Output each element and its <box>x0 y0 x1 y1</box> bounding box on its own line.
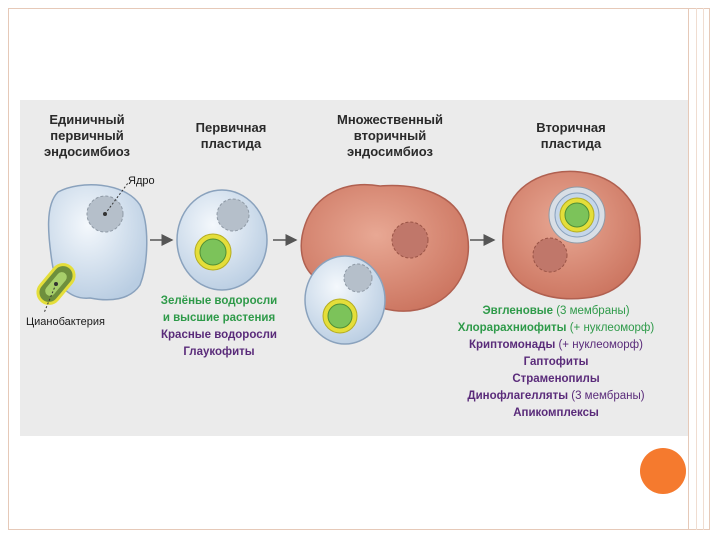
slide-side-stripe <box>688 8 710 530</box>
header-multiple-secondary: Множественный вторичный эндосимбиоз <box>337 112 443 159</box>
list-item: Гаптофиты <box>440 354 672 371</box>
cyanobacterium-label: Цианобактерия <box>26 316 105 328</box>
group-higher-plants: и высшие растения <box>162 312 276 324</box>
group-red-algae: Красные водоросли <box>161 329 277 341</box>
secondary-groups-list: Эвгленовые (3 мембраны) Хлорарахниофиты … <box>440 303 672 422</box>
nucleus-pointer <box>104 182 129 215</box>
engulfed-algal-cell <box>304 255 386 345</box>
group-glaucophytes: Глаукофиты <box>183 346 255 358</box>
header-primary-plastid: Первичная пластида <box>195 120 267 151</box>
list-item-text: Страменопилы <box>512 373 600 385</box>
list-item-text: Криптомонады <box>469 339 556 351</box>
list-item-text: (+ нуклеоморф) <box>555 339 643 351</box>
list-item: Хлорарахниофиты (+ нуклеоморф) <box>440 320 672 337</box>
list-item-text: (3 мембраны) <box>568 390 645 402</box>
list-item-text: (3 мембраны) <box>553 305 630 317</box>
list-item-text: Гаптофиты <box>523 356 589 368</box>
list-item: Эвгленовые (3 мембраны) <box>440 303 672 320</box>
list-item-text: Динофлагелляты <box>467 390 569 402</box>
nucleus-label: Ядро <box>128 175 155 187</box>
list-item-text: (+ нуклеоморф) <box>566 322 655 334</box>
primary-groups-list: Зелёные водоросли и высшие растения Крас… <box>148 293 290 361</box>
primary-plastid-cell <box>176 189 268 291</box>
list-item-text: Апикомплексы <box>513 407 599 419</box>
group-green-algae: Зелёные водоросли <box>160 295 278 307</box>
list-item: Страменопилы <box>440 371 672 388</box>
secondary-plastid-cell <box>502 170 641 300</box>
list-item: Криптомонады (+ нуклеоморф) <box>440 337 672 354</box>
list-item-text: Эвгленовые <box>482 305 554 317</box>
list-item: Динофлагелляты (3 мембраны) <box>440 388 672 405</box>
header-secondary-plastid: Вторичная пластида <box>536 120 606 151</box>
cyanobacterium-pointer <box>43 283 57 314</box>
header-single-primary: Единичный первичный эндосимбиоз <box>44 112 130 159</box>
list-item-text: Хлорарахниофиты <box>457 322 567 334</box>
decorative-orange-circle <box>640 448 686 494</box>
list-item: Апикомплексы <box>440 405 672 422</box>
